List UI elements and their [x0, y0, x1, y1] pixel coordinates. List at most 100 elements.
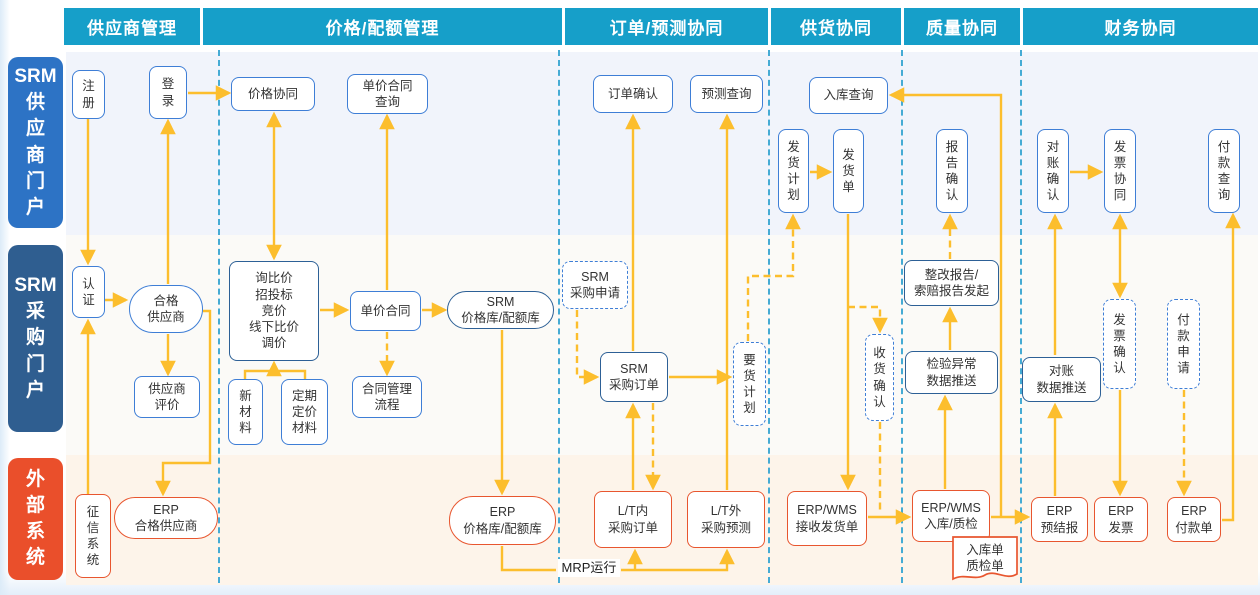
recon-confirm-node: 对账确认: [1037, 129, 1069, 213]
node-text-line: 检验异常: [926, 357, 977, 372]
price-collab-node: 价格协同: [231, 77, 315, 111]
node-text-line: 入库单: [966, 542, 1004, 557]
header-col-price-quota-mgmt: 价格/配额管理: [203, 8, 562, 45]
node-text-line: 要: [743, 352, 756, 367]
node-text-line: MRP运行: [561, 559, 617, 575]
node-text-line: 货: [873, 362, 886, 377]
lane-label-line: 系: [25, 521, 45, 542]
payment-query-node: 付款查询: [1208, 129, 1240, 213]
sourcing-node: 询比价招投标竞价线下比价调价: [229, 261, 319, 361]
header-col-order-forecast: 订单/预测协同: [565, 8, 768, 45]
node-text-line: 采购订单: [608, 378, 659, 392]
lane-label-line: 应: [25, 118, 45, 140]
node-text-line: 货: [787, 155, 800, 170]
lane-label-line: 采: [25, 301, 45, 323]
node-text-line: ERP: [489, 505, 516, 520]
node-text-line: 招投标: [255, 287, 293, 302]
lane-external-systems: 外部系统: [8, 458, 63, 580]
node-text-line: 对: [1046, 139, 1060, 154]
node-text-line: 统: [86, 553, 100, 568]
node-text-line: 收: [873, 346, 886, 360]
node-text-line: 对账: [1048, 364, 1074, 379]
node-text-line: 计: [787, 172, 800, 186]
node-text-line: 调价: [261, 336, 287, 351]
column-divider-2: [768, 50, 770, 583]
lane-label-line: 部: [25, 494, 45, 516]
node-text-line: ERP: [153, 502, 179, 517]
unit-contract-query-node: 单价合同查询: [347, 74, 428, 114]
header-col-supply-collab: 供货协同: [771, 8, 901, 45]
node-text-line: 告: [945, 155, 959, 170]
node-text-line: 材料: [291, 421, 317, 436]
node-text-line: 协: [1113, 172, 1127, 186]
node-text-line: 同: [1113, 188, 1127, 203]
node-text-line: 账: [1046, 155, 1060, 170]
lt-in-po-node: L/T内采购订单: [594, 491, 672, 548]
node-text-line: ERP/WMS: [797, 503, 857, 518]
node-text-line: 单价合同: [362, 78, 413, 93]
node-text-line: 线下比价: [248, 320, 299, 335]
node-text-line: 册: [82, 95, 95, 110]
credit-sys-node: 征信系统: [75, 494, 111, 578]
node-text-line: ERP/WMS: [921, 500, 981, 515]
node-text-line: 发票: [1108, 520, 1134, 535]
lane-label-line: 统: [25, 547, 45, 569]
mrp-run-label-node: MRP运行: [558, 559, 620, 577]
node-text-line: 货: [743, 368, 756, 383]
node-text-line: 证: [82, 293, 95, 307]
node-text-line: 付款单: [1175, 520, 1213, 535]
node-text-line: 款: [1217, 155, 1231, 170]
node-text-line: 系: [86, 537, 100, 551]
node-text-line: 发: [1113, 139, 1127, 154]
node-text-line: 款: [1177, 328, 1190, 343]
node-text-line: SRM: [581, 269, 609, 284]
node-text-line: 请: [1177, 361, 1190, 376]
node-text-line: 询比价: [255, 271, 293, 286]
lane-label-line: SRM: [14, 65, 57, 87]
node-text-line: 确: [1046, 172, 1060, 186]
node-text-line: 认: [873, 394, 886, 409]
node-text-line: 索赔报告发起: [913, 284, 989, 298]
column-divider-3: [901, 50, 903, 583]
lane-label-line: 购: [25, 327, 45, 349]
forecast-query-node: 预测查询: [690, 75, 763, 113]
node-text-line: 划: [787, 188, 800, 203]
node-text-line: 料: [239, 421, 252, 436]
node-text-line: 登: [161, 77, 175, 92]
node-text-line: 价格库/配额库: [463, 521, 542, 536]
node-text-line: 数据推送: [1036, 380, 1087, 395]
node-text-line: 评价: [154, 398, 180, 412]
node-text-line: 查询: [374, 95, 400, 109]
node-text-line: 发: [1113, 312, 1126, 327]
node-text-line: 录: [161, 93, 175, 108]
node-text-line: 计: [743, 385, 756, 399]
node-text-line: 询: [1217, 188, 1231, 203]
node-text-line: 报: [945, 139, 959, 154]
lane-label-line: 外: [25, 468, 45, 490]
node-text-line: L/T外: [710, 504, 742, 519]
report-confirm-node: 报告确认: [936, 129, 968, 213]
node-text-line: 确: [873, 378, 886, 393]
node-text-line: 新: [239, 388, 252, 403]
lane-label-line: 商: [25, 144, 45, 166]
column-divider-1: [558, 50, 560, 583]
node-text-line: 价格库/配额库: [461, 311, 540, 325]
header-col-finance-collab: 财务协同: [1023, 8, 1258, 45]
node-text-line: 定期: [291, 388, 317, 403]
node-text-line: 数据推送: [926, 373, 977, 388]
lane-label-line: 门: [25, 170, 45, 192]
payment-apply-node: 付款申请: [1167, 299, 1200, 389]
node-text-line: 预结报: [1040, 520, 1079, 535]
inbound-qc-doc-node: 入库单质检单: [952, 536, 1018, 584]
lane-label-line: 户: [25, 379, 45, 401]
node-text-line: 质检单: [966, 559, 1004, 573]
node-text-line: 供应商: [147, 310, 185, 324]
node-text-line: L/T内: [617, 504, 649, 519]
node-text-line: 单价合同: [360, 303, 411, 318]
